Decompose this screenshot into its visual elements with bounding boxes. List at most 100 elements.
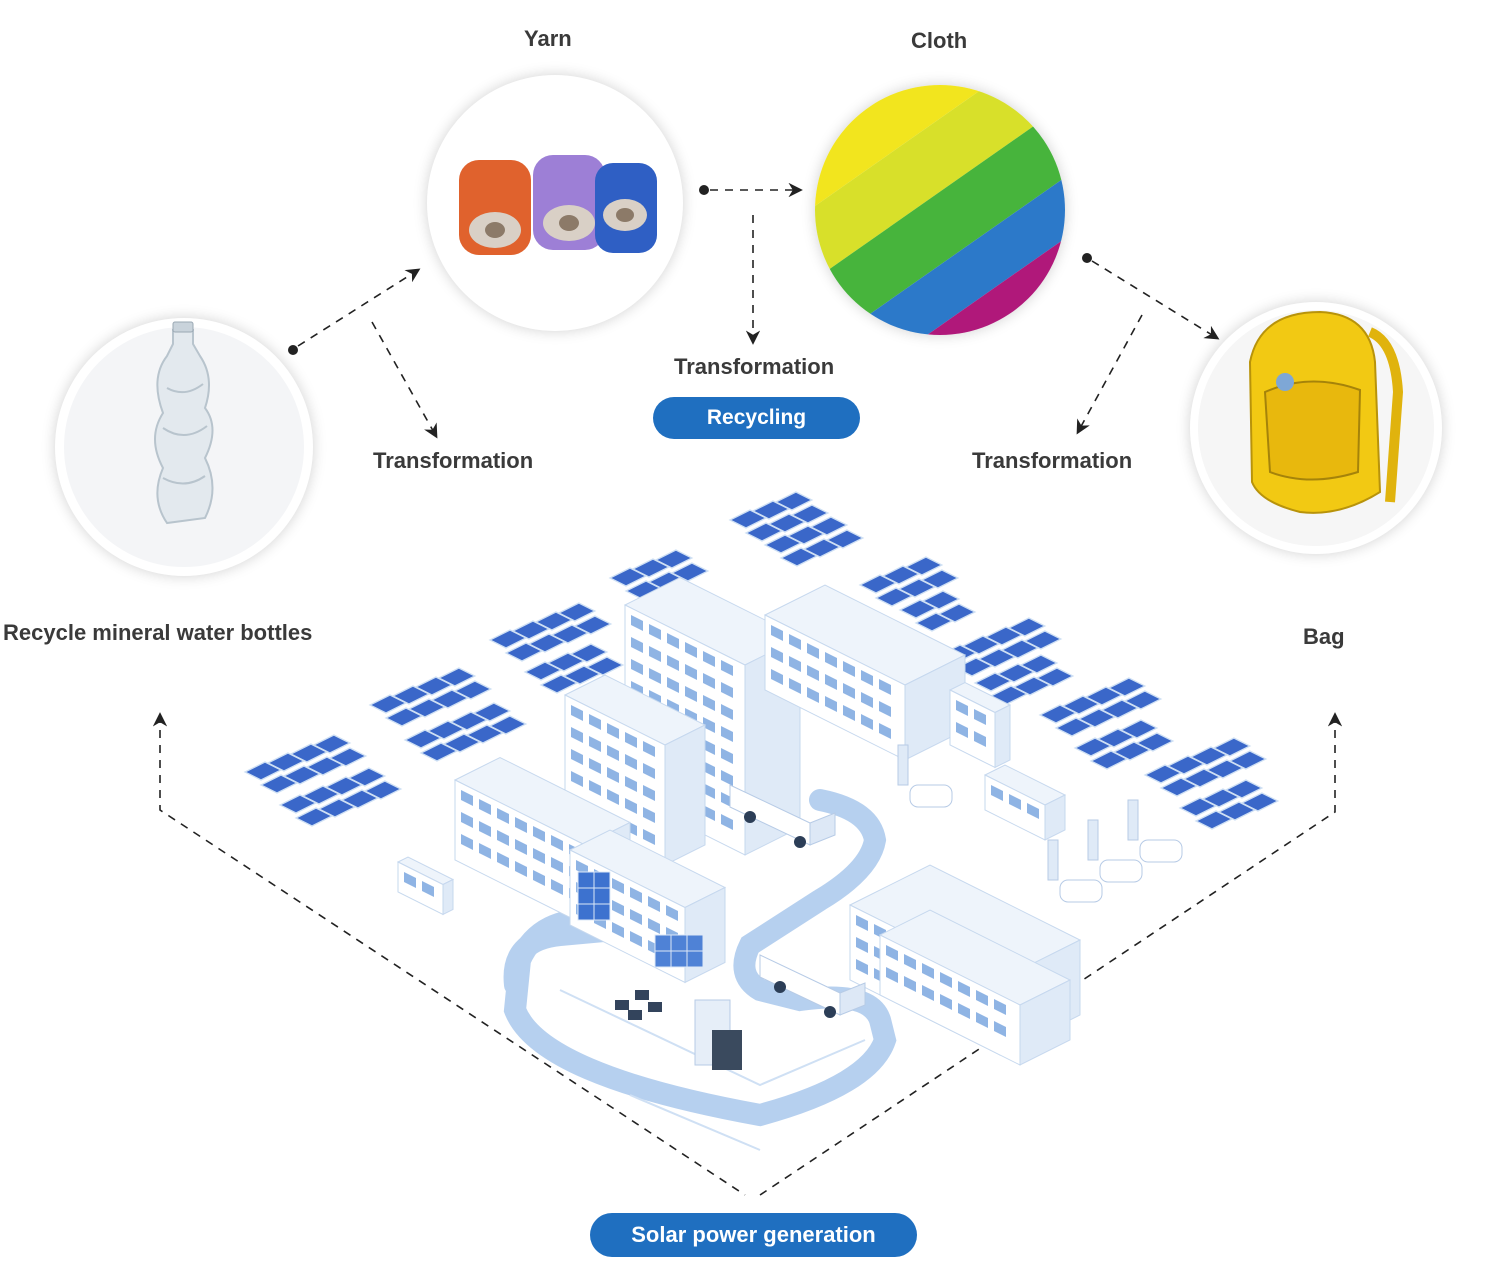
factory-hall-window <box>825 696 837 712</box>
warehouse-left-window <box>461 834 473 850</box>
warehouse-left-window <box>515 839 527 855</box>
plant-annex-window <box>940 972 952 988</box>
warehouse-left-window <box>461 812 473 828</box>
office-building-window <box>625 798 637 814</box>
factory-hall-window <box>807 687 819 703</box>
control-machine-screen <box>712 1030 742 1070</box>
bottle-circle <box>55 318 313 576</box>
office-tower-window <box>721 682 733 698</box>
factory-hall-window <box>879 723 891 739</box>
electric-car <box>1099 859 1143 883</box>
office-tower-window <box>703 717 715 733</box>
factory-hall-window <box>879 679 891 695</box>
cargo-cube <box>670 950 688 968</box>
office-tower-window <box>685 642 697 658</box>
warehouse-left-window <box>515 861 527 877</box>
warehouse-left-window <box>461 790 473 806</box>
factory-hall-window <box>843 705 855 721</box>
office-tower-window <box>721 660 733 676</box>
plant-main-window <box>856 959 868 975</box>
office-building-window <box>571 727 583 743</box>
arrow-transformation-1 <box>371 321 438 439</box>
solar-panel <box>920 569 960 589</box>
battery-units-left-window <box>422 881 434 897</box>
factory-hall-window <box>789 678 801 694</box>
factory-hall-window <box>843 661 855 677</box>
office-tower-window <box>721 704 733 720</box>
microchip <box>628 1010 642 1020</box>
solar-panel <box>774 491 814 511</box>
arrow-cloth-to-bag <box>1091 260 1220 340</box>
solar-panel <box>1023 630 1063 650</box>
delivery-truck <box>839 982 866 1016</box>
plant-annex-window <box>940 994 952 1010</box>
storage-building-window <box>630 909 642 925</box>
edge-label-transformation-2: Transformation <box>674 354 835 379</box>
delivery-truck-wheel <box>744 811 756 823</box>
warehouse-left-window <box>533 848 545 864</box>
office-tower-window <box>721 726 733 742</box>
office-building-window <box>625 732 637 748</box>
solar-panel <box>790 504 830 524</box>
electric-car <box>909 784 953 808</box>
solar-panel <box>654 549 694 569</box>
plant-annex-window <box>976 1012 988 1028</box>
plant-annex <box>1019 979 1071 1066</box>
yarn-spool-orange <box>459 160 531 255</box>
solar-panel <box>363 780 403 800</box>
bottle-image <box>64 321 304 567</box>
battery-units <box>1044 794 1066 841</box>
warehouse-left-window <box>479 821 491 837</box>
office-building-window <box>589 736 601 752</box>
office-building-window <box>589 758 601 774</box>
office-tower-window <box>703 651 715 667</box>
solar-panel <box>347 767 387 787</box>
edge-label-transformation-1: Transformation <box>373 448 534 473</box>
office-building <box>664 724 706 866</box>
office-building-window <box>625 776 637 792</box>
yarn-image <box>459 155 657 255</box>
delivery-truck-wheel <box>774 981 786 993</box>
office-building-window <box>571 771 583 787</box>
cargo-cube <box>577 887 595 905</box>
cargo-cube <box>593 887 611 905</box>
electric-car <box>1059 879 1103 903</box>
solar-loop-right <box>759 712 1343 1196</box>
factory-hall-window <box>807 665 819 681</box>
warehouse-left-window <box>551 857 563 873</box>
solar-panel <box>1228 750 1268 770</box>
solar-panel <box>1240 792 1280 812</box>
node-label-bag: Bag <box>1303 624 1345 649</box>
office-building-window <box>643 807 655 823</box>
plant-annex-window <box>886 967 898 983</box>
node-label-yarn: Yarn <box>524 26 572 51</box>
storage-building-window <box>648 918 660 934</box>
office-tower-window <box>667 677 679 693</box>
solar-panel <box>1119 719 1159 739</box>
factory-hall-window <box>771 669 783 685</box>
warehouse-left-window <box>497 852 509 868</box>
plant-annex-window <box>904 976 916 992</box>
yarn-spool-blue <box>595 163 657 253</box>
arrow-transformation-3 <box>1076 314 1143 435</box>
battery-units-window <box>991 785 1003 801</box>
office-tower-window <box>649 646 661 662</box>
solar-panel <box>921 590 961 610</box>
ev-charger <box>1047 839 1059 881</box>
office-tower-window <box>703 761 715 777</box>
office-tower-window <box>703 805 715 821</box>
factory-hall-window <box>789 634 801 650</box>
solar-panel <box>1224 779 1264 799</box>
factory-hall-window <box>807 643 819 659</box>
delivery-truck <box>809 812 836 846</box>
office-building-window <box>571 749 583 765</box>
office-tower-window <box>721 814 733 830</box>
battery-units-window <box>1027 803 1039 819</box>
factory-hall-window <box>843 683 855 699</box>
office-tower-window <box>649 624 661 640</box>
battery-units-window <box>1009 794 1021 810</box>
storage-building-window <box>612 878 624 894</box>
